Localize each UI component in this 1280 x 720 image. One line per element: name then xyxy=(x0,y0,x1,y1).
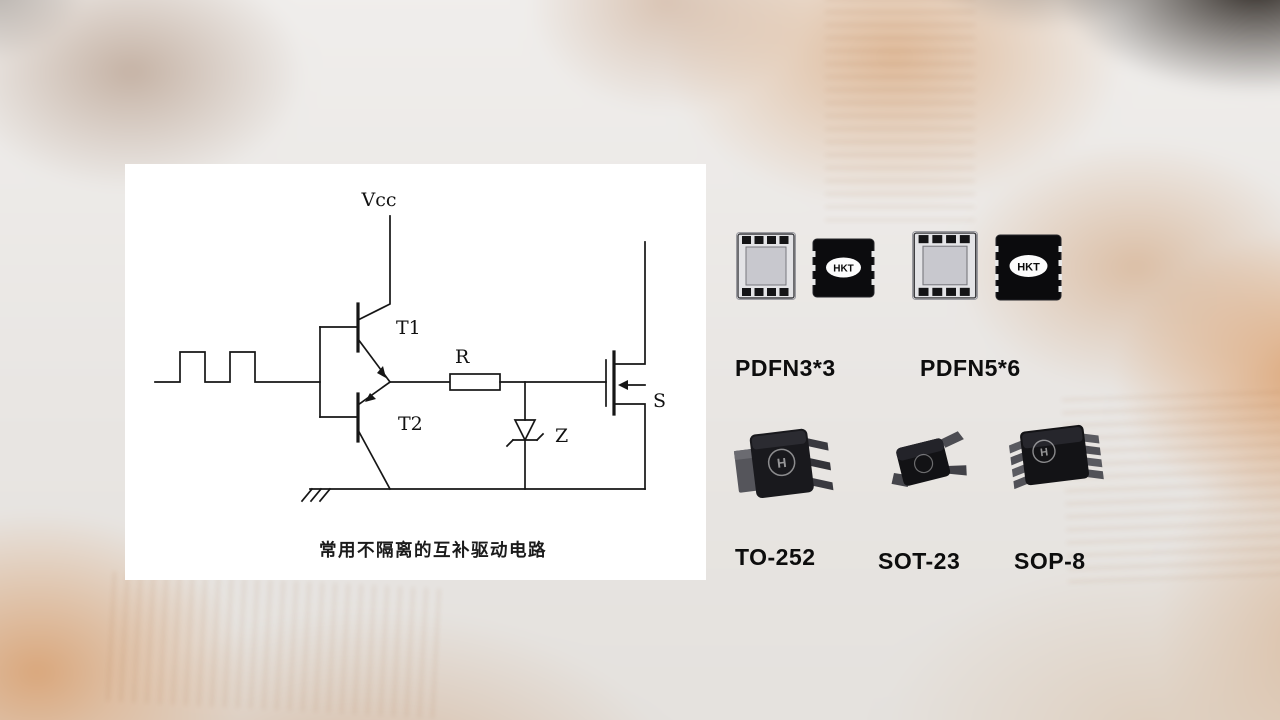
brand-logo-text: HKT xyxy=(1017,262,1040,274)
t1-emitter-arrow xyxy=(377,366,386,378)
t2-emitter-arrow xyxy=(365,393,376,402)
t2-emitter xyxy=(356,380,392,407)
vcc-wire xyxy=(356,215,391,322)
vcc-label: Vcc xyxy=(360,189,396,211)
schematic-caption: 常用不隔离的互补驱动电路 xyxy=(319,540,547,560)
source-label: S xyxy=(653,390,666,412)
brand-mark: H xyxy=(1039,446,1048,459)
label-sot23: SOT-23 xyxy=(878,548,961,574)
circuit-schematic: Vcc T1 T2 R Z S 常用不隔离的互补驱动电路 xyxy=(154,189,666,560)
label-to252: TO-252 xyxy=(735,544,816,570)
pdfn3x3-pad-view-image xyxy=(736,232,796,300)
t1-label: T1 xyxy=(396,317,421,339)
ground-symbol xyxy=(300,487,332,503)
label-pdfn5x6: PDFN5*6 xyxy=(920,355,1021,381)
mosfet-symbol xyxy=(605,241,646,490)
pdfn5x6-top-view-image: HKT xyxy=(995,234,1062,301)
brand-mark: H xyxy=(776,455,787,471)
mosfet-arrow xyxy=(618,380,628,390)
label-sop8: SOP-8 xyxy=(1014,548,1086,574)
pdfn3x3-top-view-image: HKT xyxy=(812,238,875,298)
zener-diode-symbol xyxy=(513,419,537,442)
t2-collector xyxy=(356,428,392,491)
bg-trace xyxy=(825,0,975,225)
t2-label: T2 xyxy=(398,413,423,435)
schematic-panel: Vcc T1 T2 R Z S 常用不隔离的互补驱动电路 xyxy=(125,164,706,580)
sot23-package-image xyxy=(891,431,967,488)
bg-trace xyxy=(106,571,444,719)
pdfn5x6-pad-view-image xyxy=(912,231,978,300)
resistor-label: R xyxy=(455,346,470,368)
square-wave-symbol xyxy=(154,351,321,383)
label-pdfn3x3: PDFN3*3 xyxy=(735,355,836,381)
zener-label: Z xyxy=(555,425,568,447)
sop8-package-image: H xyxy=(1009,424,1104,490)
to252-package-image: H xyxy=(733,428,834,498)
resistor-symbol xyxy=(449,373,501,391)
brand-logo-text: HKT xyxy=(833,264,854,275)
